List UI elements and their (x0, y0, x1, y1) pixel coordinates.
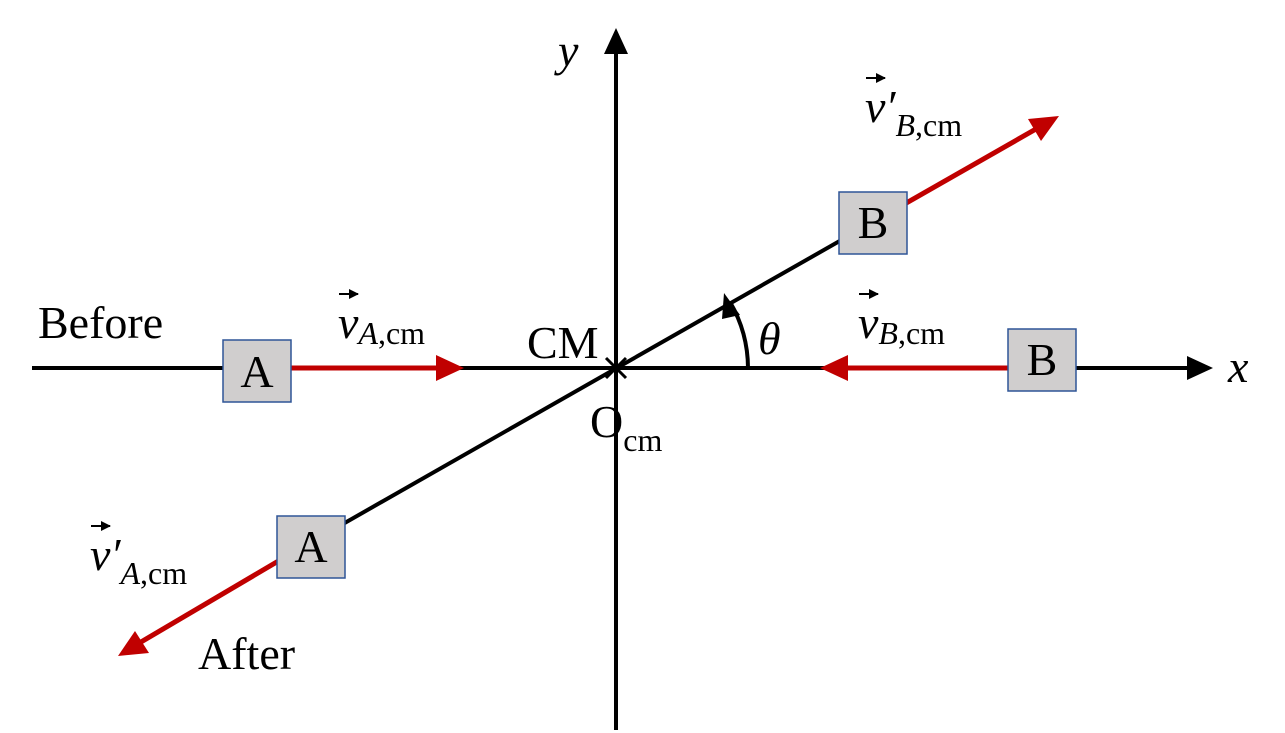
velocity-label-a: vA,cm (338, 289, 425, 351)
angle-arc-arrowhead (722, 293, 740, 319)
svg-text:v′A,cm: v′A,cm (90, 529, 187, 591)
y-axis-arrowhead (604, 28, 628, 54)
collision-line-after (291, 220, 874, 555)
x-axis-label: x (1227, 341, 1249, 392)
velocity-arrowhead-b (820, 355, 848, 381)
particle-a-before (222, 339, 292, 403)
particle-a-before-label: A (240, 346, 273, 397)
particle-b-before (1007, 328, 1077, 392)
origin-label: Ocm (590, 396, 662, 458)
particle-a-after (276, 515, 346, 579)
velocity-arrowhead-a (436, 355, 464, 381)
velocity-label-b-prime: v′B,cm (865, 73, 962, 143)
cm-marker-2 (604, 356, 628, 380)
velocity-arrowhead-b-prime (1028, 116, 1059, 141)
angle-label: θ (758, 313, 781, 364)
particle-a-after-label: A (294, 521, 327, 572)
cm-label: CM (527, 317, 599, 368)
velocity-arrow-a-prime (139, 550, 294, 645)
particle-b-after (838, 191, 908, 255)
particle-b-after-label: B (858, 197, 889, 248)
svg-text:vA,cm: vA,cm (338, 297, 425, 351)
svg-text:v′B,cm: v′B,cm (865, 81, 962, 143)
y-axis-label: y (554, 25, 579, 76)
before-label: Before (38, 297, 163, 348)
x-axis-arrowhead (1187, 356, 1213, 380)
svg-text:vB,cm: vB,cm (858, 297, 945, 351)
velocity-arrowhead-a-prime (118, 631, 149, 656)
velocity-label-b: vB,cm (858, 289, 945, 351)
particle-b-before-label: B (1027, 334, 1058, 385)
velocity-label-a-prime: v′A,cm (90, 521, 187, 591)
after-label: After (198, 628, 295, 679)
